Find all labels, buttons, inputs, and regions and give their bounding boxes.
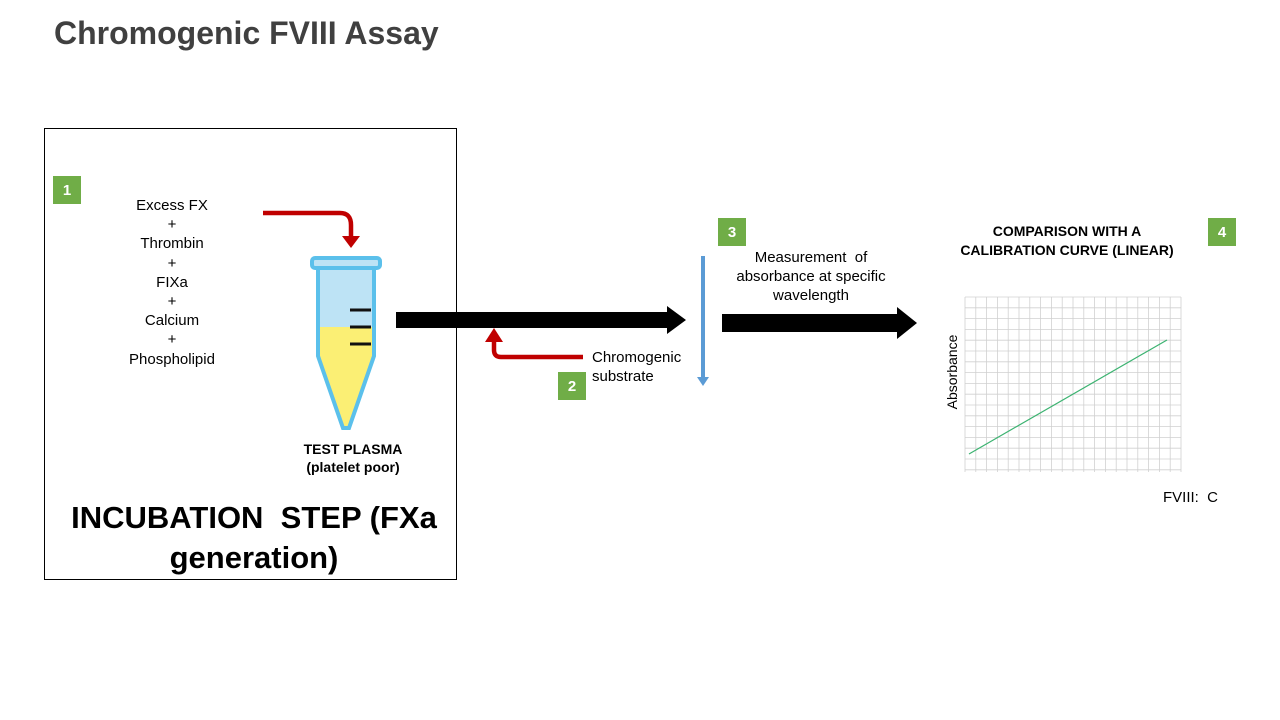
graph-x-axis-label: FVIII: C bbox=[1163, 489, 1219, 506]
measurement-arrowhead bbox=[697, 377, 709, 386]
comparison-label-line2: CALIBRATION CURVE (LINEAR) bbox=[960, 242, 1174, 258]
step-1-badge: 1 bbox=[53, 176, 81, 204]
measurement-label-line3: wavelength bbox=[773, 287, 849, 304]
incubation-step-box bbox=[44, 128, 457, 580]
incubation-step-line2: generation) bbox=[169, 540, 339, 575]
graph-y-axis-label: Absorbance bbox=[944, 334, 960, 410]
page-title: Chromogenic FVIII Assay bbox=[54, 15, 439, 51]
measurement-label-line2: absorbance at specific bbox=[736, 268, 886, 285]
test-plasma-label-line1: TEST PLASMA bbox=[303, 441, 403, 457]
calibration-graph bbox=[964, 296, 1182, 472]
reagent-item: FIXa bbox=[156, 273, 188, 291]
reagent-plus: + bbox=[167, 331, 177, 349]
step-4-badge: 4 bbox=[1208, 218, 1236, 246]
red-arrowhead-tube bbox=[342, 236, 360, 248]
comparison-label-line1: COMPARISON WITH A bbox=[992, 223, 1142, 239]
red-arrowhead-substrate bbox=[485, 328, 503, 342]
step-3-badge: 3 bbox=[718, 218, 746, 246]
substrate-label-line2: substrate bbox=[592, 368, 654, 385]
reagents-list: Excess FX + Thrombin + FIXa + Calcium + … bbox=[100, 196, 244, 369]
incubation-step-label: INCUBATION STEP (FXa generation) bbox=[54, 498, 454, 578]
chromogenic-substrate-label: Chromogenic substrate bbox=[592, 348, 681, 386]
reagent-item: Phospholipid bbox=[129, 350, 215, 368]
step-2-badge: 2 bbox=[558, 372, 586, 400]
red-arrow-substrate bbox=[491, 340, 583, 360]
reagent-plus: + bbox=[167, 254, 177, 272]
red-arrow-to-tube bbox=[263, 210, 354, 238]
reagent-item: Thrombin bbox=[140, 235, 204, 253]
calibration-line bbox=[968, 339, 1168, 455]
test-tube bbox=[310, 256, 382, 430]
reagent-item: Excess FX bbox=[136, 197, 208, 214]
test-plasma-label-line2: (platelet poor) bbox=[306, 459, 400, 475]
black-arrow-to-measurement bbox=[396, 306, 686, 334]
black-arrow-to-comparison bbox=[722, 307, 917, 339]
reagent-item: Calcium bbox=[144, 312, 200, 330]
substrate-label-line1: Chromogenic bbox=[592, 349, 682, 366]
incubation-step-line1: INCUBATION STEP (FXa bbox=[71, 500, 437, 535]
test-plasma-label: TEST PLASMA (platelet poor) bbox=[268, 440, 438, 476]
reagent-plus: + bbox=[167, 216, 177, 234]
measurement-label: Measurement of absorbance at specific wa… bbox=[718, 248, 904, 305]
measurement-label-line1: Measurement of bbox=[754, 249, 868, 266]
comparison-label: COMPARISON WITH A CALIBRATION CURVE (LIN… bbox=[936, 222, 1198, 260]
reagent-plus: + bbox=[167, 293, 177, 311]
